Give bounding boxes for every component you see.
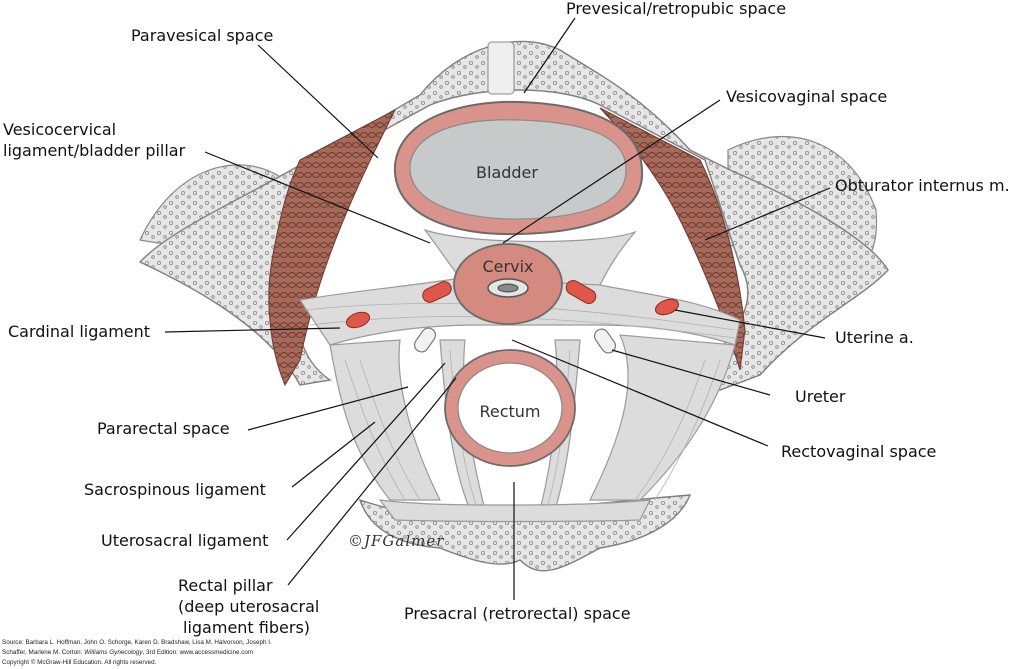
label-vesicocervical-line2: ligament/bladder pillar (3, 141, 186, 160)
label-sacrospinous-ligament: Sacrospinous ligament (84, 480, 266, 499)
label-obturator-internus: Obturator internus m. (835, 176, 1010, 195)
source-copyright: Copyright © McGraw-Hill Education. All r… (2, 659, 157, 666)
label-rectovaginal-space: Rectovaginal space (781, 442, 937, 461)
label-uterine-artery: Uterine a. (835, 328, 914, 347)
source-authors-tail: Schaffer, Marlene M. Corton: (2, 649, 85, 656)
source-credit: Source: Barbara L. Hoffman, John O. Scho… (2, 638, 362, 668)
label-vesicocervical-line1: Vesicocervical (3, 120, 117, 139)
label-paravesical-space: Paravesical space (131, 26, 274, 45)
label-rectal-pillar-line3: ligament fibers) (183, 618, 311, 637)
bladder: Bladder (393, 100, 644, 236)
left-obturator-internus-muscle (268, 108, 397, 387)
source-line1: Source: Barbara L. Hoffman, John O. Scho… (2, 639, 272, 646)
label-rectal-pillar-line2: (deep uterosacral (178, 597, 320, 616)
ureters (413, 327, 617, 354)
cervix-label: Cervix (483, 257, 534, 276)
source-line2: Schaffer, Marlene M. Corton: Williams Gy… (2, 648, 362, 658)
source-edition: , 3rd Edition: www.accessmedicine.com (142, 649, 254, 656)
source-book-title: Williams Gynecology (84, 649, 143, 656)
leader-lines (164, 17, 831, 600)
rectum-label: Rectum (479, 402, 540, 421)
label-prevesical-space: Prevesical/retropubic space (566, 0, 787, 18)
label-vesicovaginal-space: Vesicovaginal space (726, 87, 888, 106)
label-pararectal-space: Pararectal space (97, 419, 230, 438)
bladder-label: Bladder (476, 163, 538, 182)
rectum: Rectum (444, 349, 576, 467)
cervix: Cervix (453, 243, 563, 325)
label-uterosacral-ligament: Uterosacral ligament (101, 531, 269, 550)
label-cardinal-ligament: Cardinal ligament (8, 322, 151, 341)
label-ureter: Ureter (795, 387, 846, 406)
label-rectal-pillar-line1: Rectal pillar (178, 576, 273, 595)
uterine-arteries (345, 280, 680, 329)
artist-signature: ©JFGalmer (348, 532, 445, 550)
label-presacral-space: Presacral (retrorectal) space (404, 604, 631, 623)
